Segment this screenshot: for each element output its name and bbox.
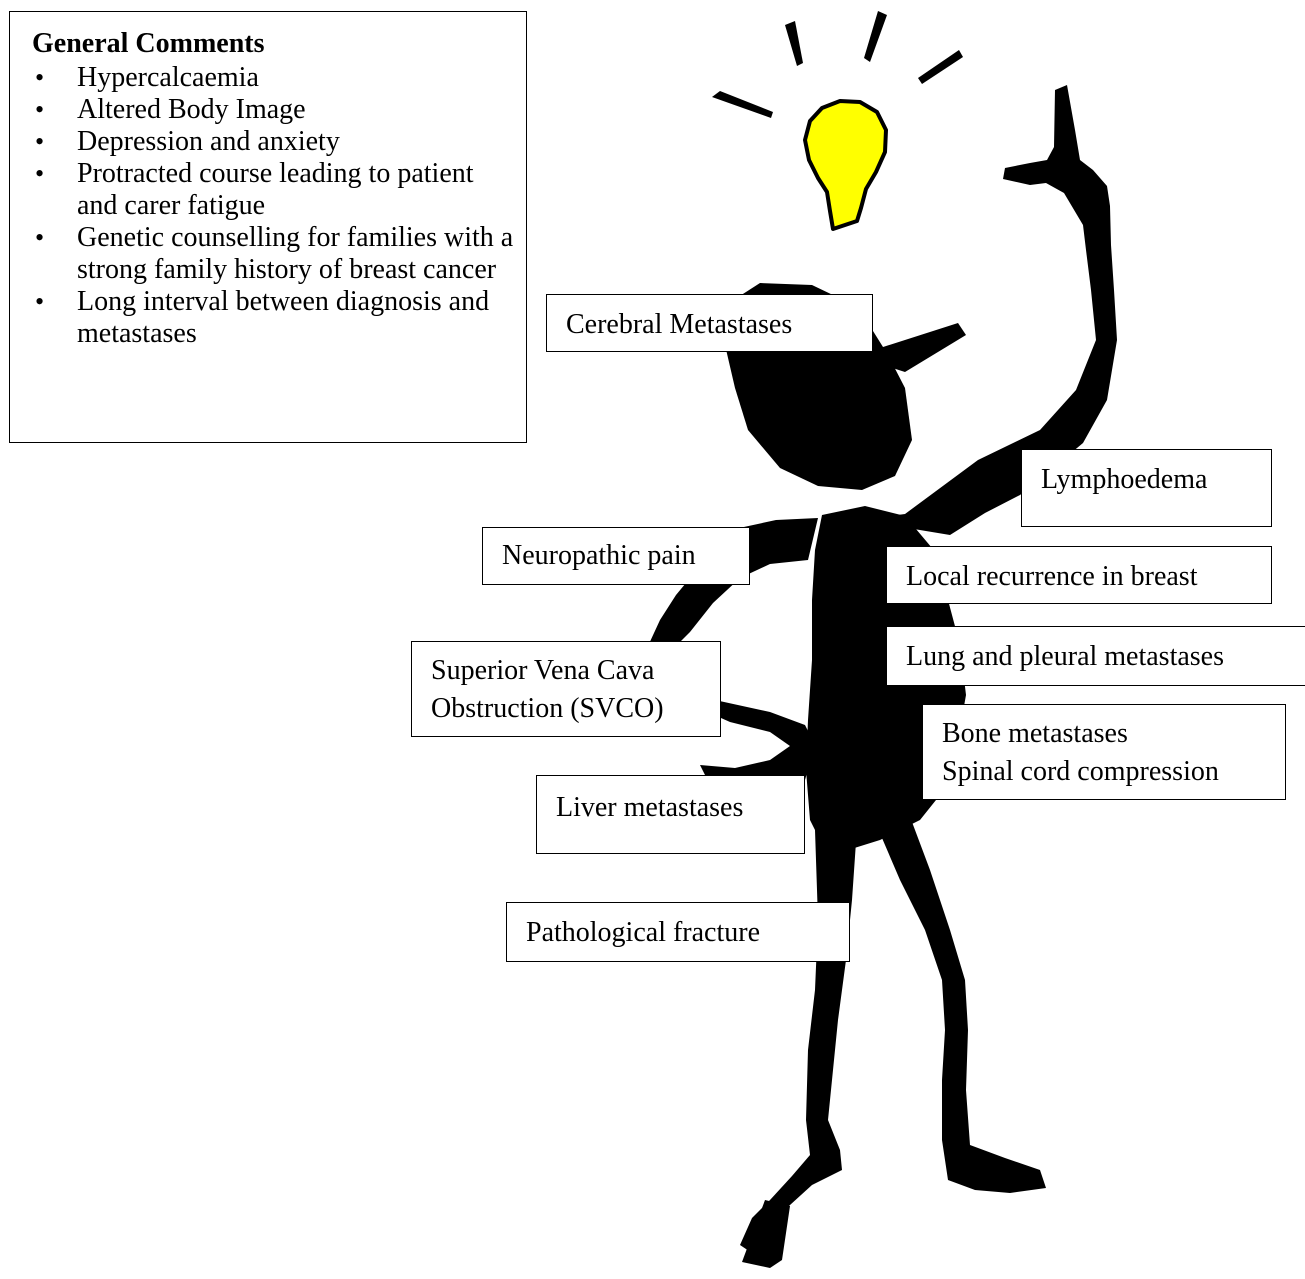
list-item: Protracted course leading to patient and…	[32, 158, 516, 222]
spinal-cord-compression-text: Spinal cord compression	[942, 756, 1219, 787]
lung-pleural-metastases-label: Lung and pleural metastases	[886, 626, 1305, 686]
neuropathic-pain-label: Neuropathic pain	[482, 527, 750, 585]
cerebral-metastases-label: Cerebral Metastases	[546, 294, 873, 352]
list-item: Genetic counselling for families with a …	[32, 222, 516, 286]
pathological-fracture-text: Pathological fracture	[526, 917, 761, 948]
lymphoedema-label: Lymphoedema	[1021, 449, 1272, 527]
figure-right-leg	[882, 822, 1046, 1193]
lymphoedema-text: Lymphoedema	[1041, 464, 1208, 495]
figure-left-arm	[648, 518, 818, 654]
general-comments-title: General Comments	[32, 28, 265, 59]
liver-metastases-text: Liver metastases	[556, 792, 744, 823]
liver-metastases-label: Liver metastases	[536, 775, 805, 854]
bone-metastases-text: Bone metastases	[942, 718, 1128, 749]
idea-ray-upper-left	[785, 21, 803, 66]
idea-ray-left	[712, 91, 773, 118]
general-comments-box: General Comments Hypercalcaemia Altered …	[9, 11, 527, 443]
idea-ray-right	[918, 50, 963, 84]
svco-label: Superior Vena Cava Obstruction (SVCO)	[411, 641, 721, 737]
list-item: Hypercalcaemia	[32, 62, 516, 94]
list-item: Altered Body Image	[32, 94, 516, 126]
svco-text-line2: Obstruction (SVCO)	[431, 693, 664, 724]
lung-pleural-metastases-text: Lung and pleural metastases	[906, 641, 1225, 672]
bone-metastases-label: Bone metastases Spinal cord compression	[922, 704, 1286, 800]
cerebral-metastases-text: Cerebral Metastases	[566, 309, 793, 340]
neuropathic-pain-text: Neuropathic pain	[502, 540, 696, 571]
light-bulb-icon	[803, 99, 888, 231]
general-comments-list: Hypercalcaemia Altered Body Image Depres…	[32, 62, 516, 350]
svco-text-line1: Superior Vena Cava	[431, 655, 655, 686]
idea-ray-top	[864, 11, 887, 62]
local-recurrence-text: Local recurrence in breast	[906, 561, 1198, 592]
figure-lower-leg-extension	[742, 1200, 790, 1268]
cap-brim	[855, 323, 966, 372]
pathological-fracture-label: Pathological fracture	[506, 902, 850, 962]
list-item: Long interval between diagnosis and meta…	[32, 286, 516, 350]
list-item: Depression and anxiety	[32, 126, 516, 158]
figure-hip-hand	[700, 700, 815, 780]
local-recurrence-label: Local recurrence in breast	[886, 546, 1272, 604]
figure-left-leg	[740, 830, 856, 1255]
figure-raised-arm	[860, 85, 1117, 535]
